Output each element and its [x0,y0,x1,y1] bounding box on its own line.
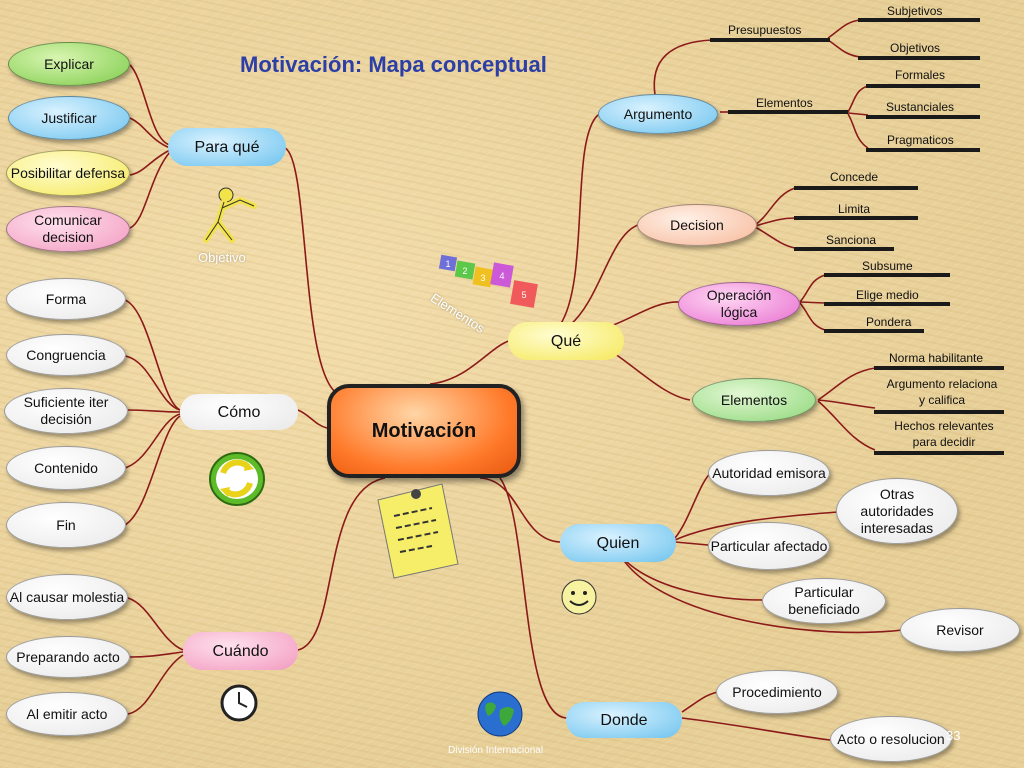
node-contenido[interactable]: Contenido [6,446,126,490]
node-suficiente-iter-decision[interactable]: Suficiente iter decisión [4,388,128,434]
smiley-icon [561,579,597,615]
node-preparando-acto[interactable]: Preparando acto [6,636,130,678]
node-acto-resolucion[interactable]: Acto o resolucion [830,716,952,762]
label-sustanciales: Sustanciales [886,100,955,114]
bar-formales [866,84,980,88]
bar-subjetivos [858,18,980,22]
label-concede: Concede [830,170,879,184]
node-comunicar-decision[interactable]: Comunicar decision [6,206,130,252]
label-limita: Limita [838,202,871,216]
bar-hechos-relevantes [874,451,1004,455]
numbered-blocks-icon: 1 2 3 4 5 [438,254,538,308]
running-figure-icon [203,187,257,243]
node-argumento[interactable]: Argumento [598,94,718,134]
label-subsume: Subsume [862,259,913,273]
label-pragmaticos: Pragmaticos [887,133,954,147]
branch-para-que[interactable]: Para qué [168,128,286,166]
bar-pondera [824,329,924,333]
label-sanciona: Sanciona [826,233,877,247]
node-otras-autoridades[interactable]: Otras autoridades interesadas [836,478,958,544]
label-subjetivos: Subjetivos [887,4,943,18]
bar-sanciona [794,247,894,251]
branch-cuando[interactable]: Cuándo [183,632,298,670]
bar-sustanciales [866,115,980,119]
node-justificar[interactable]: Justificar [8,96,130,140]
block-4: 4 [499,271,504,281]
node-congruencia[interactable]: Congruencia [6,334,126,376]
page-title: Motivación: Mapa conceptual [240,52,547,77]
branch-que[interactable]: Qué [508,322,624,360]
block-2: 2 [462,266,467,276]
footer-text: División Internacional [448,745,544,756]
branch-como[interactable]: Cómo [180,394,298,430]
label-hechos-relevantes: Hechos relevantes para decidir [894,419,994,449]
node-fin[interactable]: Fin [6,502,126,548]
label-formales: Formales [895,68,946,82]
node-posibilitar-defensa[interactable]: Posibilitar defensa [6,150,130,196]
node-procedimiento[interactable]: Procedimiento [716,670,838,714]
bar-limita [794,216,918,220]
label-objetivos: Objetivos [890,41,941,55]
globe-icon [477,691,523,737]
node-al-emitir-acto[interactable]: Al emitir acto [6,692,128,736]
bar-pragmaticos [866,148,980,152]
central-node[interactable]: Motivación [327,384,521,478]
node-particular-afectado[interactable]: Particular afectado [708,522,830,570]
label-elige-medio: Elige medio [856,288,919,302]
label-presupuestos: Presupuestos [728,23,802,37]
block-1: 1 [445,259,450,269]
branch-quien[interactable]: Quien [560,524,676,562]
node-revisor[interactable]: Revisor [900,608,1020,652]
node-forma[interactable]: Forma [6,278,126,320]
block-5: 5 [521,290,526,300]
node-al-causar-molestia[interactable]: Al causar molestia [6,574,128,620]
page-number: 33 [946,728,961,743]
node-operacion-logica[interactable]: Operación lógica [678,282,800,326]
clock-icon [220,684,258,722]
node-particular-beneficiado[interactable]: Particular beneficiado [762,578,886,624]
bar-concede [794,186,918,190]
recycle-icon [209,452,265,506]
block-3: 3 [480,273,485,283]
node-decision[interactable]: Decision [637,204,757,246]
node-autoridad-emisora[interactable]: Autoridad emisora [708,450,830,496]
bar-presupuestos [710,38,830,42]
bar-norma-habilitante [874,366,1004,370]
node-explicar[interactable]: Explicar [8,42,130,86]
bar-objetivos [858,56,980,60]
bar-subsume [824,273,950,277]
label-elementos-arg: Elementos [756,96,813,110]
label-pondera: Pondera [866,315,912,329]
branch-donde[interactable]: Donde [566,702,682,738]
bar-elementos-arg [728,110,848,114]
label-norma-habilitante: Norma habilitante [889,351,984,365]
caption-objetivo: Objetivo [198,250,246,265]
node-elementos[interactable]: Elementos [692,378,816,422]
sticky-note-icon [377,483,459,579]
bar-elige-medio [824,302,950,306]
label-argumento-relaciona: Argumento relaciona y califica [886,377,998,407]
bar-argumento-relaciona [874,410,1004,414]
